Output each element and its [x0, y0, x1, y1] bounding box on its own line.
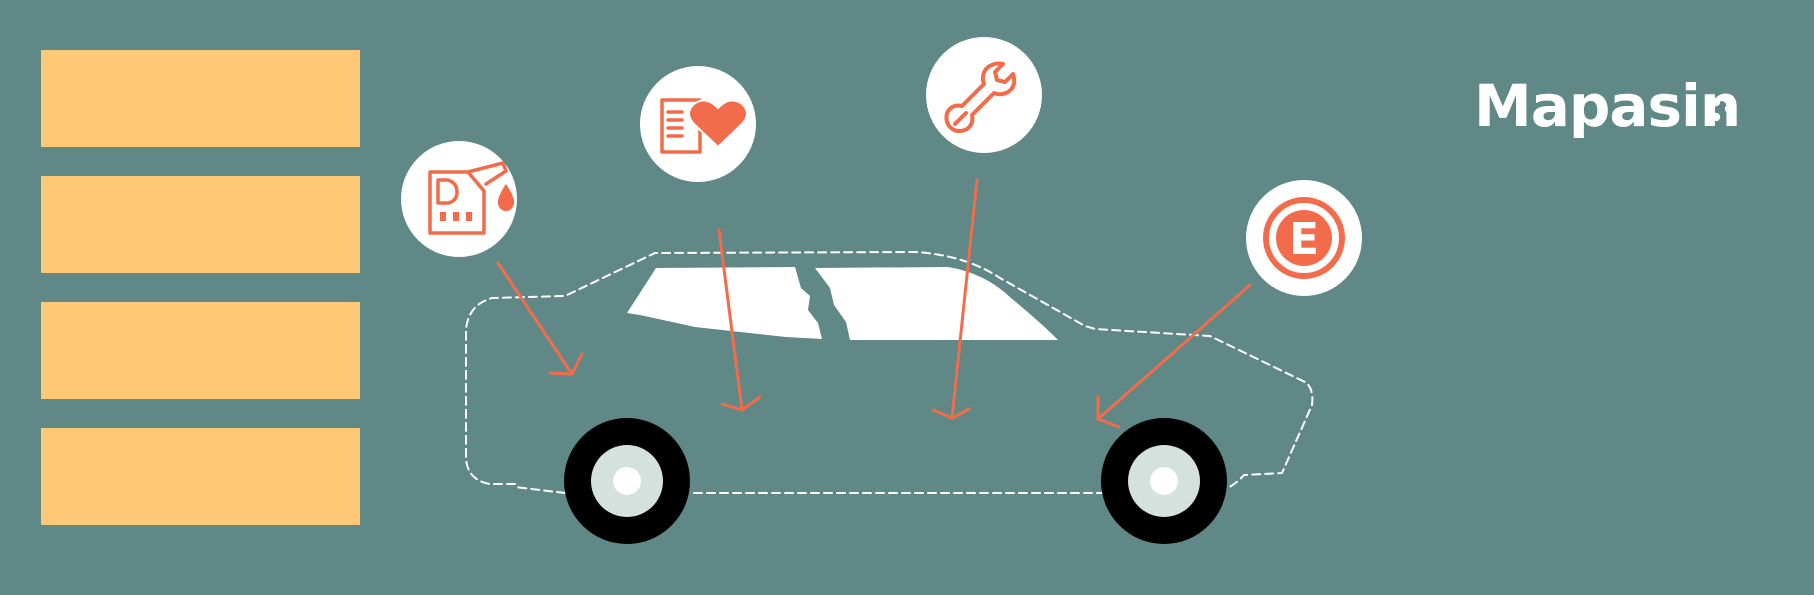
electric-e-letter: E — [1289, 214, 1319, 265]
arrow-electric — [1096, 283, 1252, 429]
arrow-service-record — [717, 228, 762, 412]
placeholder-box-3 — [41, 302, 360, 399]
arrow-maintenance — [931, 178, 979, 420]
car-front-window — [815, 267, 1058, 340]
electric-e-icon: E — [1263, 197, 1345, 279]
car-rear-window — [627, 267, 822, 339]
placeholder-box-2 — [41, 176, 360, 273]
fuel-can-icon — [428, 161, 508, 235]
fuel-drop-icon — [497, 184, 515, 211]
car-body-outline — [465, 250, 1314, 494]
placeholder-box-4 — [41, 428, 360, 525]
callout-maintenance — [926, 37, 1042, 153]
callout-electric: E — [1246, 180, 1362, 296]
service-record-heart-icon — [660, 98, 748, 154]
callout-fuel — [401, 141, 517, 257]
rear-wheel — [564, 418, 690, 544]
arrow-fuel — [496, 261, 584, 376]
brand-logo-dots-icon — [1711, 97, 1734, 122]
brand-logo-text: Mapasin — [1474, 72, 1741, 140]
placeholder-box-1 — [41, 50, 360, 147]
wrench-icon — [944, 61, 1017, 134]
callout-service-record — [640, 66, 756, 182]
front-wheel — [1101, 418, 1227, 544]
fuel-can-dots — [440, 212, 472, 221]
